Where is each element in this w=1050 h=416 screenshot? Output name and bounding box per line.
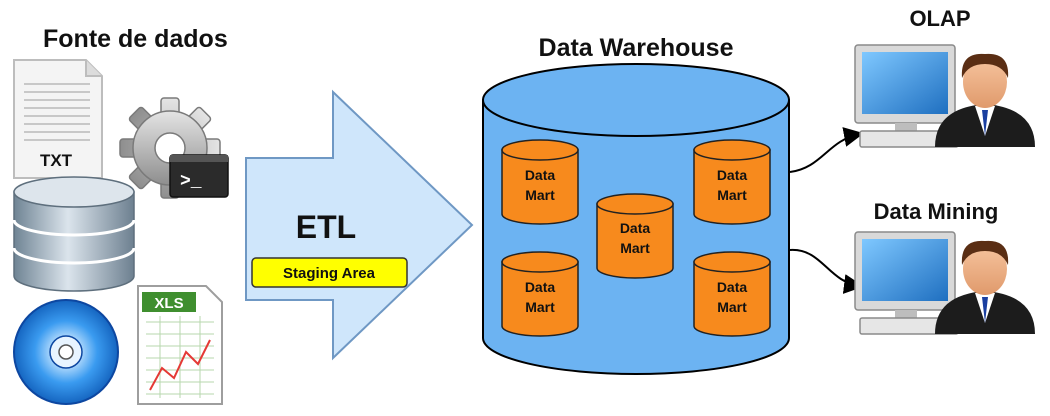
data-mart-5: Data Mart — [693, 251, 771, 337]
data-mining-label: Data Mining — [874, 199, 999, 224]
terminal-prompt: >_ — [180, 172, 202, 192]
data-mart-5-label-2: Mart — [717, 299, 747, 315]
disc-icon — [13, 299, 119, 405]
data-mart-4-label-2: Mart — [717, 187, 747, 203]
data-mart-2: Data Mart — [501, 251, 579, 337]
computer-user-icon — [854, 44, 1035, 148]
data-mart-3: Data Mart — [596, 193, 674, 279]
warehouse-group: Data Warehouse Data Mart Data Mart Data … — [482, 34, 790, 375]
data-mart-5-label-1: Data — [717, 279, 748, 295]
connector-olap — [789, 127, 864, 173]
data-mart-4: Data Mart — [693, 139, 771, 225]
etl-label: ETL — [296, 209, 356, 245]
data-mart-1: Data Mart — [501, 139, 579, 225]
data-mart-2-label-2: Mart — [525, 299, 555, 315]
data-mart-1-label-1: Data — [525, 167, 556, 183]
data-mart-3-label-2: Mart — [620, 240, 650, 256]
spreadsheet-tag: XLS — [154, 295, 183, 312]
data-mart-3-label-1: Data — [620, 220, 651, 236]
staging-area-box — [251, 257, 408, 288]
computer-user-icon-2 — [854, 231, 1035, 335]
staging-area-label: Staging Area — [283, 265, 376, 282]
spreadsheet-icon: XLS — [137, 285, 223, 405]
warehouse-top — [482, 63, 790, 137]
etl-arrow-shape — [245, 89, 474, 361]
txt-file-icon: TXT — [13, 59, 103, 179]
olap-label: OLAP — [909, 6, 970, 31]
data-mining-group: Data Mining — [854, 199, 1035, 335]
connector-data-mining — [789, 248, 864, 294]
data-mart-1-label-2: Mart — [525, 187, 555, 203]
script-gear-icon: >_ — [119, 97, 229, 199]
sources-group: Fonte de dados TXT — [12, 25, 229, 405]
warehouse-title: Data Warehouse — [539, 34, 734, 62]
data-mart-2-label-1: Data — [525, 279, 556, 295]
sources-title: Fonte de dados — [43, 25, 228, 53]
olap-group: OLAP — [854, 6, 1035, 148]
database-icon — [12, 176, 136, 292]
txt-file-tag: TXT — [40, 151, 73, 170]
etl-group: ETL Staging Area — [245, 89, 474, 361]
data-mart-4-label-1: Data — [717, 167, 748, 183]
